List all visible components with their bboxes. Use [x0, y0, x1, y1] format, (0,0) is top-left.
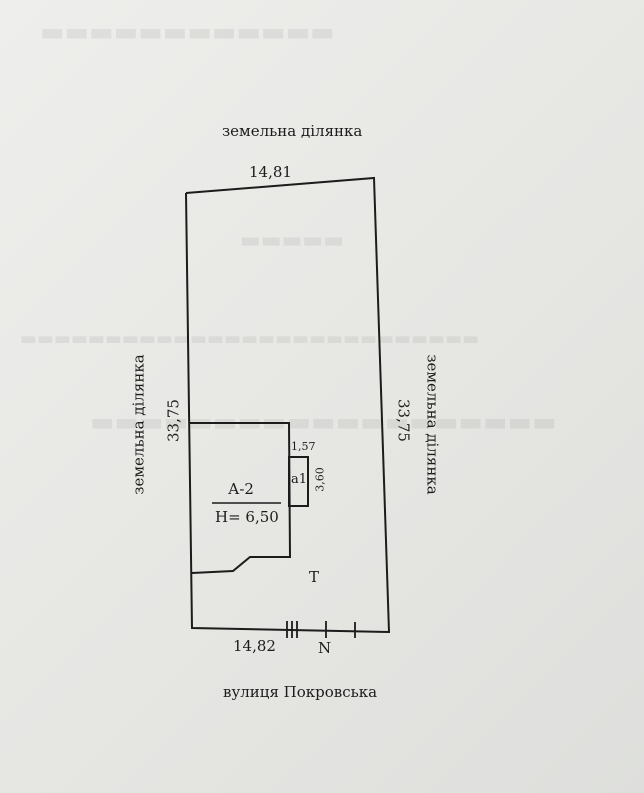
right-neighbor-label: земельна ділянка: [423, 354, 442, 495]
right-dimension: 33,75: [394, 399, 413, 442]
annex-a1-outline: [288, 456, 309, 507]
left-dimension: 33,75: [164, 399, 183, 442]
annex-width-dimension: 1,57: [291, 440, 316, 453]
street-label: вулиця Покровська: [223, 683, 378, 701]
annex-length-dimension: 3,60: [313, 467, 327, 492]
building-height: Н= 6,50: [215, 508, 279, 526]
annex-id: а1: [291, 472, 308, 487]
building-a2-outline: [190, 422, 292, 574]
plot-boundary: [185, 176, 391, 634]
bottom-dimension: 14,82: [233, 637, 276, 655]
top-dimension: 14,81: [249, 163, 292, 181]
top-neighbor-label: земельна ділянка: [222, 122, 363, 140]
left-neighbor-label: земельна ділянка: [129, 354, 148, 495]
building-id: А-2: [228, 480, 254, 498]
yard-mark: Т: [309, 568, 320, 586]
north-mark: N: [318, 639, 332, 657]
